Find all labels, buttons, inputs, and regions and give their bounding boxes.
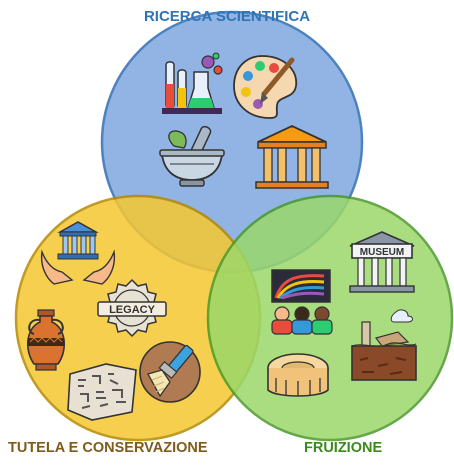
paint-palette-icon <box>233 55 297 119</box>
label-ricerca-scientifica: RICERCA SCIENTIFICA <box>143 8 311 25</box>
legacy-badge-icon: LEGACY <box>97 278 167 338</box>
museum-building-icon: MUSEUM <box>349 231 415 293</box>
amphora-icon <box>27 309 65 371</box>
temple-columns-icon <box>255 125 329 189</box>
label-tutela-conservazione: TUTELA E CONSERVAZIONE <box>8 440 208 456</box>
gallery-visitors-icon <box>271 269 333 335</box>
museum-sign-text: MUSEUM <box>360 247 404 258</box>
laboratory-flasks-icon <box>162 52 223 114</box>
legacy-badge-text: LEGACY <box>109 304 156 316</box>
ruins-icon <box>351 309 417 381</box>
restoration-brush-icon <box>139 341 201 403</box>
circle-fruizione <box>206 194 454 442</box>
hieroglyph-tablet-icon <box>67 363 137 421</box>
label-fruizione: FRUIZIONE <box>304 440 383 456</box>
mortar-pestle-icon <box>159 125 225 187</box>
hands-holding-temple-icon <box>40 221 116 285</box>
amphitheater-icon <box>267 353 329 397</box>
